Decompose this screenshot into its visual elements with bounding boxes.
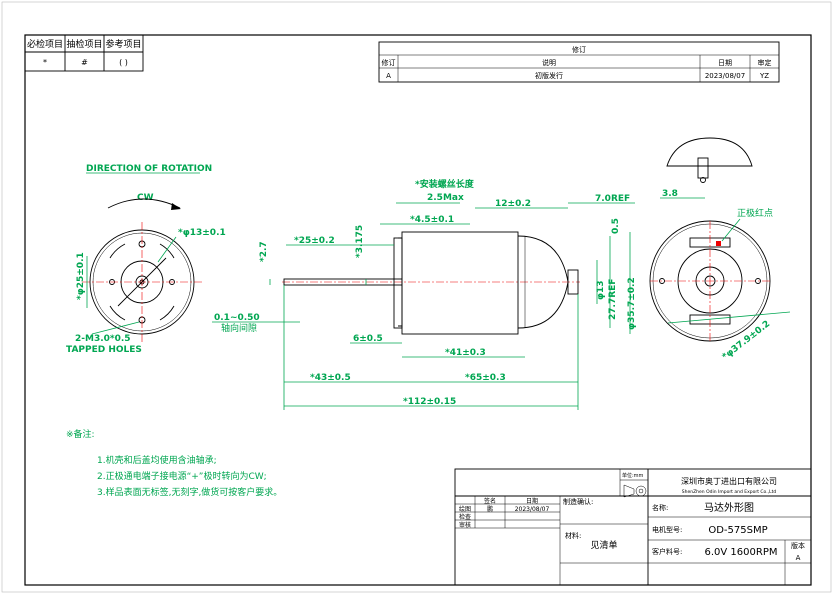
dim-ref277: 27.7REF <box>608 279 618 320</box>
dim-m3: 2-M3.0*0.5 <box>75 334 131 344</box>
dim-gap: 0.1~0.50 <box>214 313 260 323</box>
dim-install-len: *安装螺丝长度 <box>415 178 475 190</box>
side-view-dims: *安装螺丝长度 2.5Max 12±0.2 7.0REF *4.5±0.1 *2… <box>212 178 637 410</box>
revision-header-date: 日期 <box>718 59 732 67</box>
dim-l112: *112±0.15 <box>403 397 456 407</box>
tb-unit: 单位:mm <box>622 472 644 479</box>
dim-d05: 0.5 <box>611 218 621 234</box>
dim-l12: 12±0.2 <box>495 199 531 209</box>
tb-date-header: 日期 <box>526 497 538 505</box>
dim-l41: *41±0.3 <box>445 348 486 358</box>
motor-front-view <box>82 222 202 342</box>
tb-drawing-name: 马达外形图 <box>704 502 754 514</box>
revision-table: 修订 修订 说明 日期 审定 A 初版发行 2023/08/07 YZ <box>378 41 780 83</box>
rotation-indicator: DIRECTION OF ROTATION CW <box>86 164 212 210</box>
dim-l65: *65±0.3 <box>465 373 506 383</box>
notes-item-1: 1.机壳和后盖均使用含油轴承; <box>97 454 217 466</box>
dim-shaft3175: *3.175 <box>355 225 365 258</box>
tb-model-label: 电机型号: <box>652 525 682 534</box>
dim-gap-cn: 轴向间隙 <box>221 322 257 334</box>
inspection-symbol-required: * <box>43 58 47 67</box>
terminal-detail-view: 3.8 <box>660 137 753 199</box>
tb-drawn-by: 鹏 <box>487 505 493 513</box>
tb-spec: 6.0V 1600RPM <box>705 547 778 558</box>
tb-date: 2023/08/07 <box>515 506 550 513</box>
dim-l43: *43±0.5 <box>310 373 351 383</box>
dim-max25: 2.5Max <box>427 193 464 203</box>
revision-title: 修订 <box>572 45 586 54</box>
notes-title: ※备注: <box>66 428 95 440</box>
inspection-header-sample: 抽检项目 <box>66 38 102 50</box>
projection-symbol-icon <box>623 484 647 498</box>
dim-d13b: φ13 <box>596 280 606 300</box>
dim-l6: 6±0.5 <box>353 334 383 344</box>
inspection-header-reference: 参考项目 <box>105 38 141 50</box>
front-view-dims: *φ13±0.1 *φ25±0.1 2-M3.0*0.5 TAPPED HOLE… <box>66 228 226 355</box>
positive-red-dot <box>716 241 721 246</box>
dim-l25: *25±0.2 <box>294 236 335 246</box>
inspection-table: 必检项目 抽检项目 参考项目 * # ( ) <box>24 34 144 72</box>
tb-customer-label: 客户料号: <box>652 547 682 556</box>
inspection-symbol-sample: # <box>81 58 88 67</box>
revision-header-approver: 审定 <box>758 58 772 67</box>
dim-ref7: 7.0REF <box>595 194 630 204</box>
drawing-frame <box>24 34 812 586</box>
tb-company: 深圳市奥丁进出口有限公司 <box>681 476 777 486</box>
red-mark-label: 正极红点 <box>737 207 773 219</box>
tb-company-en: ShenZhen Odin Import and Export Co.,Ltd <box>682 489 777 495</box>
rotation-title: DIRECTION OF ROTATION <box>86 164 212 174</box>
tb-model: OD-575SMP <box>708 525 767 536</box>
revision-approver: YZ <box>759 72 769 80</box>
inspection-symbol-reference: ( ) <box>119 58 128 67</box>
revision-rev: A <box>386 72 391 80</box>
tb-material: 见清单 <box>590 539 617 551</box>
dim-tapped: TAPPED HOLES <box>66 345 142 355</box>
tb-role-check: 检查 <box>459 513 471 521</box>
notes-item-2: 2.正极通电端子接电源“+”极时转向为CW; <box>97 470 267 482</box>
dim-l45: *4.5±0.1 <box>410 215 454 225</box>
dim-shaft27: *2.7 <box>259 241 269 262</box>
rotation-cw-label: CW <box>137 193 154 203</box>
motor-side-view <box>282 231 580 335</box>
title-block: 签名 日期 绘图 检查 审核 鹏 2023/08/07 制造确认: 材料: 见清… <box>454 468 812 586</box>
rotation-arrow-icon <box>171 203 181 210</box>
tb-version: A <box>796 554 801 562</box>
revision-date: 2023/08/07 <box>705 72 745 80</box>
tb-name-label: 名称: <box>652 503 668 512</box>
notes-block: ※备注: 1.机壳和后盖均使用含油轴承; 2.正极通电端子接电源“+”极时转向为… <box>66 428 282 498</box>
revision-desc: 初版发行 <box>535 71 563 80</box>
dim-d357: φ35.7±0.2 <box>627 277 637 330</box>
revision-header-desc: 说明 <box>542 58 556 67</box>
revision-header-rev: 修订 <box>382 58 396 67</box>
dim-d13: *φ13±0.1 <box>178 228 226 238</box>
notes-item-3: 3.样品表面无标签,无刻字,做货可按客户要求。 <box>97 486 282 498</box>
inspection-header-required: 必检项目 <box>27 38 63 50</box>
tb-sig-header: 签名 <box>484 497 496 505</box>
tb-role-drawn: 绘图 <box>459 505 471 513</box>
tb-version-label: 版本 <box>791 541 805 550</box>
dim-l38: 3.8 <box>662 189 678 199</box>
tb-role-approve: 审核 <box>459 521 471 529</box>
tb-material-label: 材料: <box>565 531 581 540</box>
dim-d25: *φ25±0.1 <box>76 252 86 300</box>
tb-confirm-label: 制造确认: <box>563 497 593 506</box>
